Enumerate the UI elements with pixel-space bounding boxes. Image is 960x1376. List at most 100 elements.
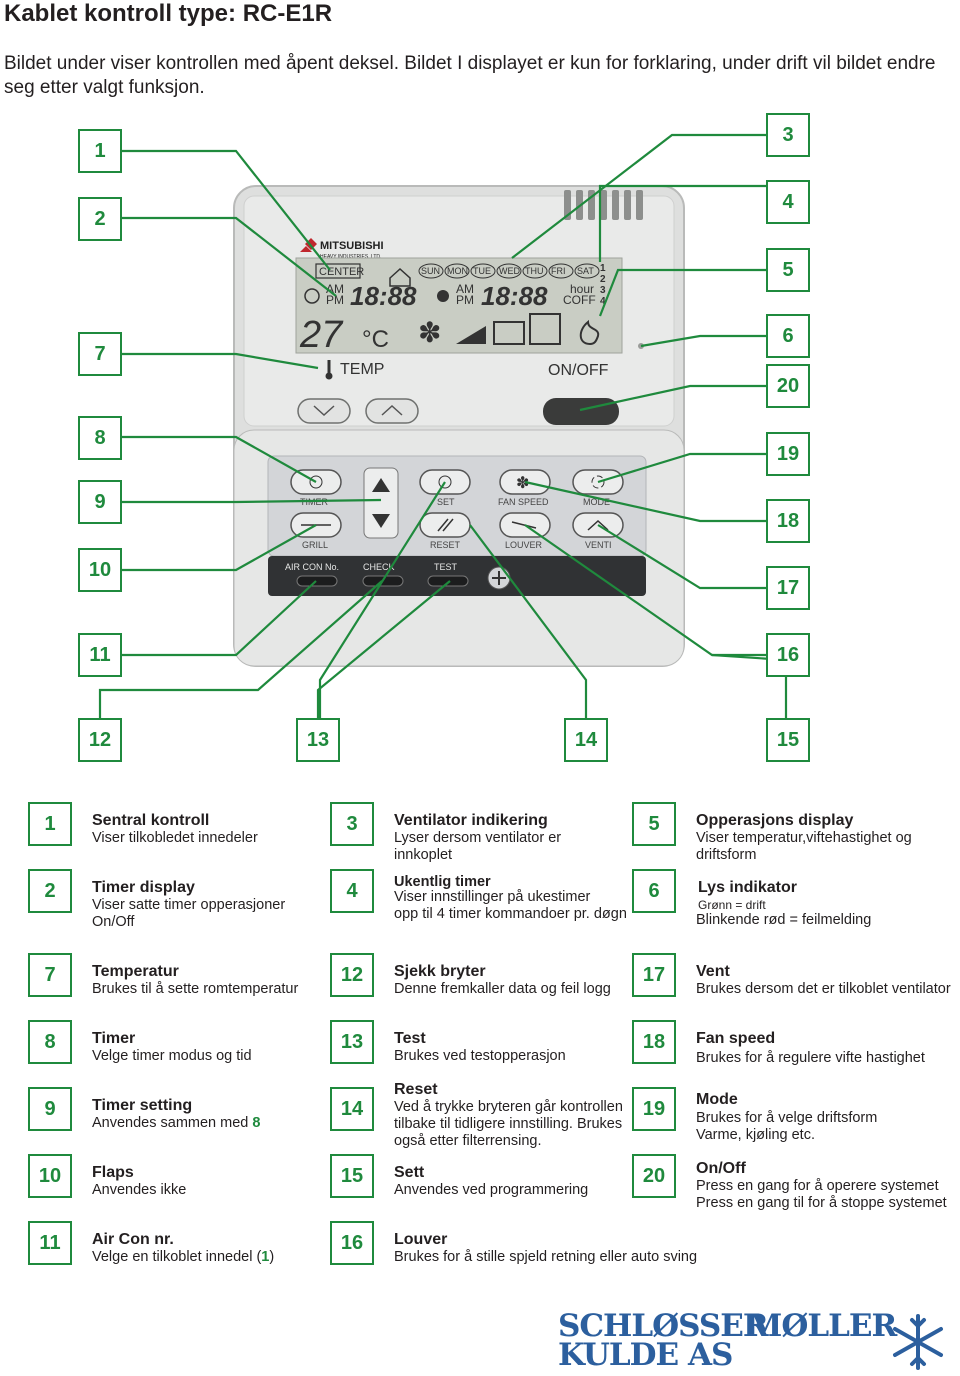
legend-title: Timer setting <box>92 1097 193 1114</box>
time-display-2: 18:88 <box>481 281 548 311</box>
callout-15: 15 <box>766 718 810 762</box>
callout-16: 16 <box>766 633 810 677</box>
onoff-button[interactable] <box>543 398 619 425</box>
button-timer-up-down[interactable] <box>363 467 399 539</box>
callout-19: 19 <box>766 432 810 476</box>
legend-num: 13 <box>330 1020 374 1064</box>
day-label: SAT <box>577 266 594 276</box>
page-title: Kablet kontroll type: RC-E1R <box>4 0 333 27</box>
temp-display: 27 <box>299 314 344 356</box>
legend-title: Flaps <box>92 1164 134 1181</box>
temp-up-button[interactable] <box>365 398 419 424</box>
callout-6: 6 <box>766 314 810 358</box>
legend-title: Timer <box>92 1030 136 1047</box>
svg-text:COFF: COFF <box>563 293 596 307</box>
leader-line-13 <box>316 580 451 718</box>
legend-title: Mode <box>696 1091 738 1108</box>
temp-label: TEMP <box>340 361 384 378</box>
legend-num: 9 <box>28 1087 72 1131</box>
svg-text:3: 3 <box>600 285 606 296</box>
snowflake-icon <box>893 1314 943 1370</box>
legend-num: 14 <box>330 1087 374 1131</box>
reset-icon <box>437 518 454 532</box>
callout-7: 7 <box>78 332 122 376</box>
callout-9: 9 <box>78 480 122 524</box>
callout-17: 17 <box>766 566 810 610</box>
callout-12: 12 <box>78 718 122 762</box>
legend-num: 17 <box>632 953 676 997</box>
thermometer-icon <box>325 372 333 380</box>
svg-text:°C: °C <box>362 326 389 353</box>
button-test[interactable] <box>427 575 469 587</box>
svg-text:TEST: TEST <box>434 562 458 572</box>
legend-title: Ukentlig timer <box>394 874 491 890</box>
legend-title: Vent <box>696 963 730 980</box>
legend-desc: Brukes til å sette romtemperatur <box>92 981 299 997</box>
timer-dot-icon <box>437 290 449 302</box>
mode-box-icon <box>493 321 525 345</box>
callout-8: 8 <box>78 416 122 460</box>
legend-title: Temperatur <box>92 963 179 980</box>
time-display-1: 18:88 <box>350 281 417 311</box>
legend-num: 19 <box>632 1087 676 1131</box>
company-logo-moller: MØLLER <box>748 1308 897 1344</box>
temp-down-button[interactable] <box>297 398 351 424</box>
svg-text:MODE: MODE <box>583 497 610 507</box>
svg-text:PM: PM <box>456 293 474 307</box>
svg-text:RESET: RESET <box>430 540 461 550</box>
week-numbers: 1 2 3 4 <box>600 263 606 307</box>
controller-diagram: MITSUBISHI HEAVY INDUSTRIES, LTD. CENTER… <box>98 133 788 718</box>
button-reset[interactable] <box>419 512 471 538</box>
legend-title: Ventilator indikering <box>394 812 548 829</box>
legend-title: Sjekk bryter <box>394 963 486 980</box>
legend-desc: Press en gang til for å stoppe systemet <box>696 1195 947 1211</box>
legend-desc: Velge en tilkoblet innedel (1) <box>92 1249 275 1265</box>
onoff-label: ON/OFF <box>548 362 609 379</box>
arrow-down-icon <box>372 514 390 528</box>
day-marker <box>418 263 444 279</box>
lcd-center: CENTER <box>319 266 364 278</box>
legend-num: 10 <box>28 1154 72 1198</box>
legend-num: 18 <box>632 1020 676 1064</box>
callout-4: 4 <box>766 180 810 224</box>
chevron-down-icon <box>313 405 335 417</box>
day-label: TUE <box>473 266 491 276</box>
legend-num: 11 <box>28 1221 72 1265</box>
legend-num: 15 <box>330 1154 374 1198</box>
legend-num: 20 <box>632 1154 676 1198</box>
company-logo: SCHLØSSER KULDE AS <box>558 1308 769 1373</box>
flame-icon <box>579 319 600 346</box>
legend-desc: Viser tilkobledet innedeler <box>92 830 258 846</box>
legend-desc: Varme, kjøling etc. <box>696 1127 815 1143</box>
legend-desc: Viser temperatur,viftehastighet og drift… <box>696 830 912 863</box>
legend-num: 16 <box>330 1221 374 1265</box>
legend-num: 12 <box>330 953 374 997</box>
svg-text:VENTI: VENTI <box>585 540 612 550</box>
house-icon <box>389 267 411 287</box>
legend-num: 3 <box>330 802 374 846</box>
svg-text:SET: SET <box>437 497 455 507</box>
house-icon <box>587 519 609 531</box>
leader-lines <box>98 133 788 718</box>
svg-text:LOUVER: LOUVER <box>505 540 543 550</box>
power-icon <box>438 475 452 489</box>
button-aircon-no[interactable] <box>296 575 338 587</box>
callout-18: 18 <box>766 499 810 543</box>
day-marker <box>548 263 574 279</box>
legend-desc: Anvendes ikke <box>92 1182 187 1198</box>
legend-num: 4 <box>330 869 374 913</box>
svg-text:PM: PM <box>326 293 344 307</box>
legend-title: Sett <box>394 1164 425 1181</box>
brand-subtext: HEAVY INDUSTRIES, LTD. <box>320 254 381 260</box>
legend-title: On/Off <box>696 1160 746 1177</box>
legend-desc: Viser satte timer opperasjoner On/Off <box>92 897 286 930</box>
legend-desc: Anvendes ved programmering <box>394 1182 589 1198</box>
legend-desc: Brukes for å stille spjeld retning eller… <box>394 1249 698 1265</box>
legend-desc: Press en gang for å operere systemet <box>696 1178 939 1194</box>
legend-title: Timer display <box>92 879 195 896</box>
legend-desc: Brukes for å velge driftsform <box>696 1110 878 1126</box>
chevron-up-icon <box>381 404 403 416</box>
legend-title: Lys indikator <box>698 879 797 896</box>
legend-num: 5 <box>632 802 676 846</box>
louver-icon <box>511 521 537 529</box>
